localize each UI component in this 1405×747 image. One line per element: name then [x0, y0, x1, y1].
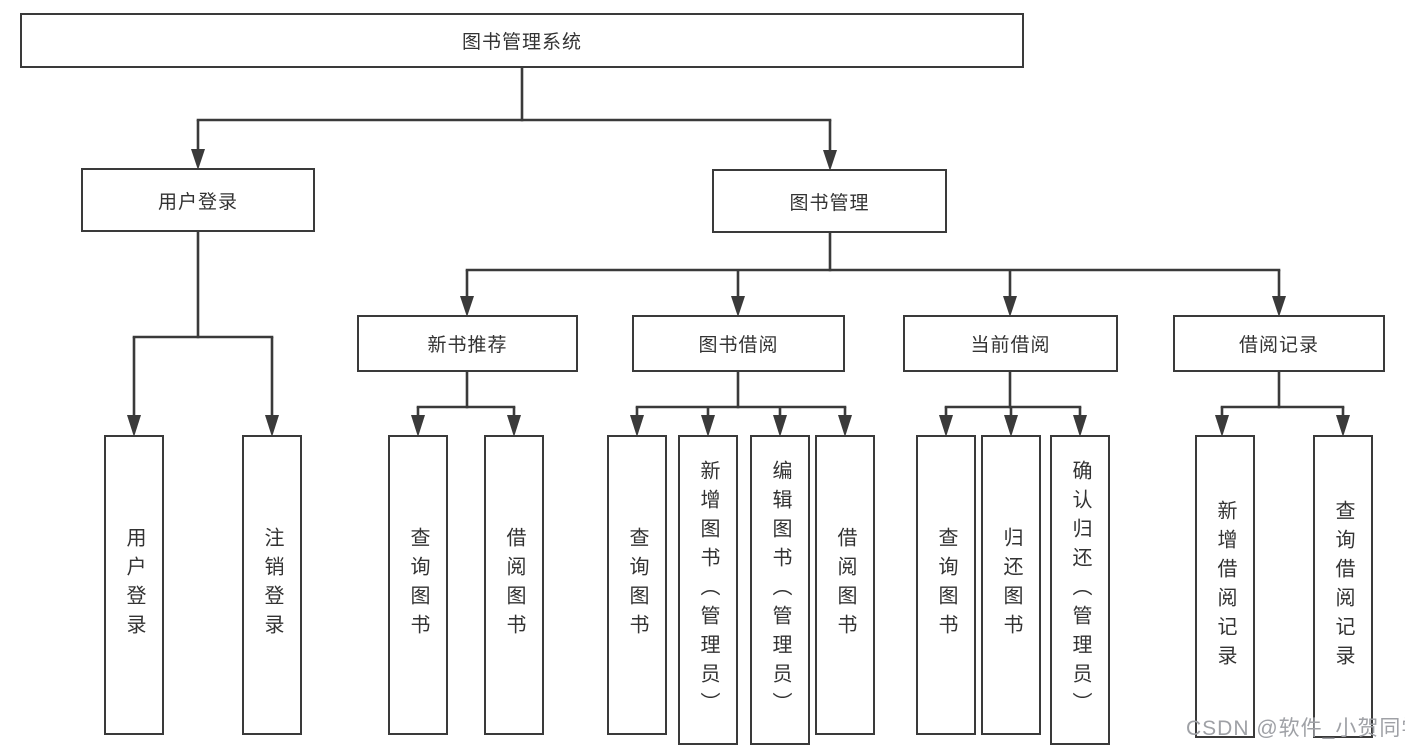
node-current-borrowing: 当前借阅: [903, 315, 1118, 372]
node-book-borrowing: 图书借阅: [632, 315, 845, 372]
leaf-return-book-label: 归还图书: [1000, 527, 1022, 643]
leaf-user-login: 用户登录: [104, 435, 164, 735]
leaf-borrow-books-recommend: 借阅图书: [484, 435, 544, 735]
leaf-add-borrow-record-label: 新增借阅记录: [1214, 499, 1236, 674]
leaf-query-borrow-record-label: 查询借阅记录: [1332, 499, 1354, 674]
node-book-borrowing-label: 图书借阅: [698, 335, 779, 356]
leaf-borrow-books-borrowing: 借阅图书: [815, 435, 875, 735]
leaf-user-login-label: 用户登录: [123, 527, 145, 643]
node-new-book-recommend-label: 新书推荐: [427, 335, 508, 356]
leaf-query-books-current-label: 查询图书: [935, 527, 957, 643]
leaf-query-borrow-record: 查询借阅记录: [1313, 435, 1373, 738]
leaf-add-book-admin-label: 新增图书（管理员）: [697, 459, 719, 721]
leaf-borrow-books-borrowing-label: 借阅图书: [834, 527, 856, 643]
leaf-logout-label: 注销登录: [261, 527, 283, 643]
leaf-borrow-books-recommend-label: 借阅图书: [503, 527, 525, 643]
node-user-login: 用户登录: [81, 168, 315, 232]
leaf-query-books-recommend: 查询图书: [388, 435, 448, 735]
node-book-management: 图书管理: [712, 169, 947, 233]
leaf-query-books-borrowing-label: 查询图书: [626, 527, 648, 643]
node-new-book-recommend: 新书推荐: [357, 315, 578, 372]
leaf-add-book-admin: 新增图书（管理员）: [678, 435, 738, 745]
node-root: 图书管理系统: [20, 13, 1024, 68]
leaf-query-books-borrowing: 查询图书: [607, 435, 667, 735]
leaf-return-book: 归还图书: [981, 435, 1041, 735]
leaf-edit-book-admin: 编辑图书（管理员）: [750, 435, 810, 745]
csdn-watermark: CSDN @软件_小贺同学: [1186, 717, 1405, 740]
leaf-query-books-current: 查询图书: [916, 435, 976, 735]
leaf-edit-book-admin-label: 编辑图书（管理员）: [769, 459, 791, 721]
leaf-add-borrow-record: 新增借阅记录: [1195, 435, 1255, 738]
node-borrow-records-label: 借阅记录: [1238, 335, 1319, 356]
node-current-borrowing-label: 当前借阅: [970, 335, 1051, 356]
leaf-confirm-return-admin: 确认归还（管理员）: [1050, 435, 1110, 745]
node-borrow-records: 借阅记录: [1173, 315, 1385, 372]
node-user-login-label: 用户登录: [157, 191, 238, 213]
node-root-label: 图书管理系统: [461, 32, 582, 53]
leaf-logout: 注销登录: [242, 435, 302, 735]
leaf-query-books-recommend-label: 查询图书: [407, 527, 429, 643]
leaf-confirm-return-admin-label: 确认归还（管理员）: [1069, 459, 1091, 721]
node-book-management-label: 图书管理: [789, 192, 870, 214]
